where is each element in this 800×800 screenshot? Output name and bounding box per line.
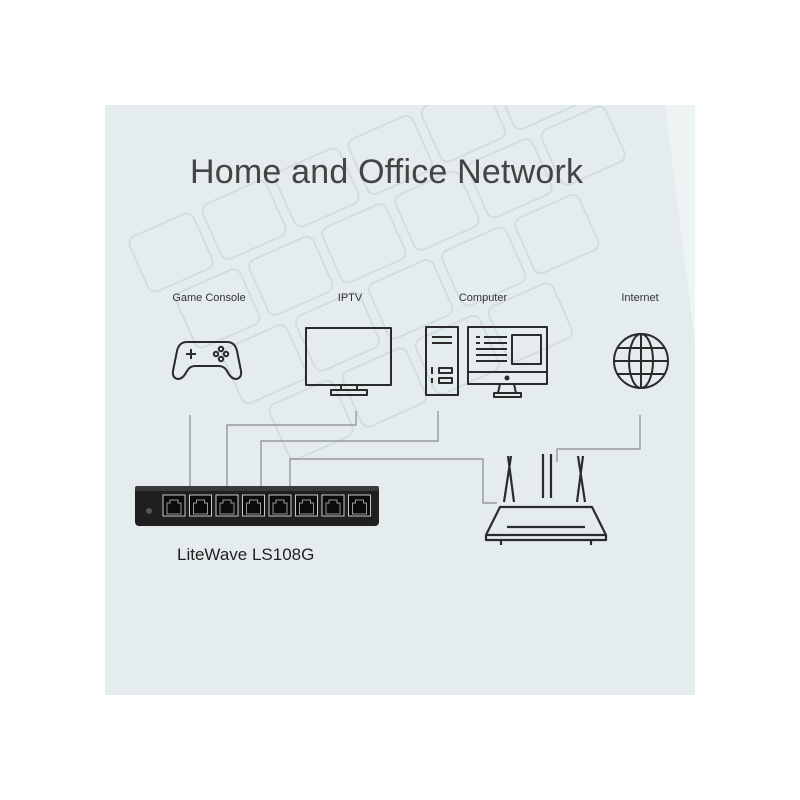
line-internet (556, 415, 641, 462)
diagram-title: Home and Office Network (190, 153, 584, 191)
line-iptv (226, 411, 357, 488)
switch-port (162, 494, 186, 517)
switch-port (348, 494, 371, 517)
switch-port (295, 494, 318, 517)
switch-port (268, 494, 292, 517)
label-game-console: Game Console (172, 292, 246, 304)
globe-icon (613, 333, 669, 389)
keyboard-background (128, 105, 695, 461)
label-computer: Computer (458, 292, 508, 304)
label-iptv: IPTV (337, 292, 363, 304)
line-switch-router (289, 458, 497, 504)
connection-lines (189, 411, 641, 504)
line-computer (260, 411, 439, 488)
switch-ports (162, 494, 371, 517)
switch-label: LiteWave LS108G (177, 545, 315, 564)
wireless-router-icon (484, 454, 608, 545)
switch-port (215, 494, 239, 517)
diagram-panel: Home and Office Network Game Console IPT… (105, 105, 695, 695)
monitor-icon (305, 327, 392, 396)
network-switch-icon (135, 486, 379, 526)
diagram-graphics (135, 326, 669, 545)
label-internet: Internet (621, 292, 659, 304)
switch-port (189, 494, 212, 517)
switch-port (321, 494, 345, 517)
desktop-computer-icon (425, 326, 548, 398)
switch-port (242, 494, 265, 517)
gamepad-icon (171, 341, 243, 380)
